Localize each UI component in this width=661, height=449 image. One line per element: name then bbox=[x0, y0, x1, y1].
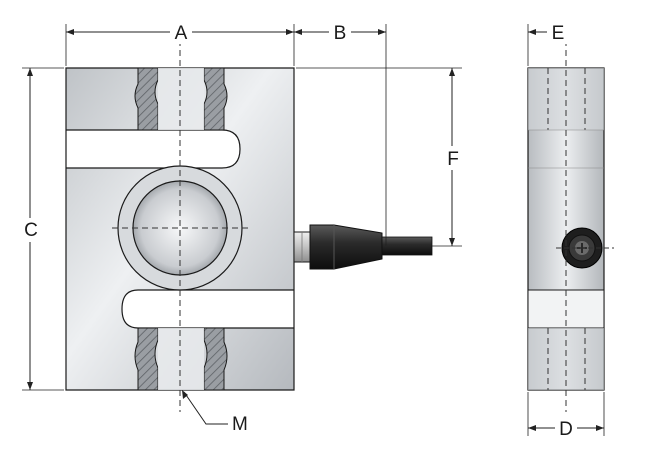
dim-label-b: B bbox=[334, 23, 347, 44]
front-view bbox=[65, 40, 433, 412]
strain-relief bbox=[309, 224, 383, 270]
dim-label-e: E bbox=[552, 23, 565, 44]
side-view bbox=[527, 40, 614, 412]
dim-label-a: A bbox=[175, 23, 188, 44]
dimension-lines bbox=[22, 24, 605, 436]
dim-label-d: D bbox=[559, 419, 573, 440]
bottom-thread-section bbox=[134, 327, 228, 391]
dimension-labels: A B C F E D M bbox=[20, 20, 577, 441]
dim-label-c: C bbox=[24, 220, 38, 241]
cable bbox=[381, 236, 433, 256]
dim-label-m: M bbox=[232, 414, 248, 435]
dim-label-f: F bbox=[447, 149, 459, 170]
cable-connector bbox=[293, 224, 433, 270]
top-thread-section bbox=[134, 67, 228, 131]
